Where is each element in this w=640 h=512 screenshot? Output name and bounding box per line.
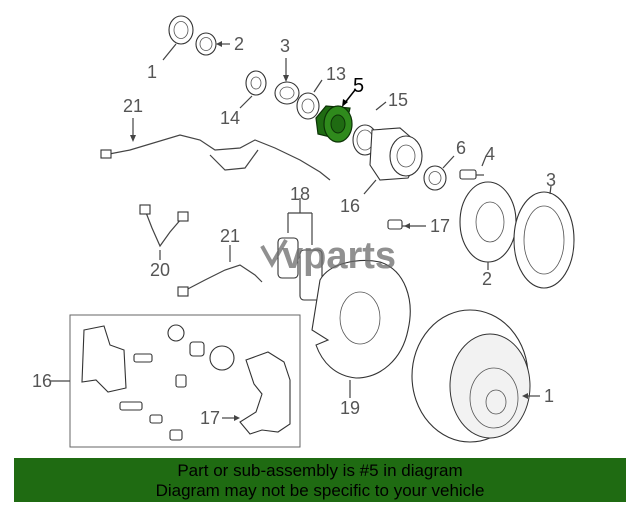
callout-5: 5 (353, 75, 364, 97)
callout-16: 17 (200, 408, 220, 428)
part-19-brake-hose: 20 (139, 204, 189, 280)
callout-17: 18 (290, 184, 310, 204)
callout-14: 17 (430, 216, 450, 236)
part-16-caliper-bracket: 17 (200, 351, 291, 435)
info-banner: Part or sub-assembly is #5 in diagram Di… (14, 458, 626, 502)
part-5-highlighted-bearing: 5 (315, 75, 364, 143)
callout-21: 21 (123, 96, 143, 116)
part-12-hub-flange: 16 (340, 179, 377, 216)
callout-1: 1 (544, 386, 554, 406)
part-11-seal: 14 (220, 70, 267, 128)
callout-20: 21 (220, 226, 240, 246)
part-3-ring: 3 (513, 170, 575, 289)
callout-18: 19 (340, 398, 360, 418)
callout-2: 2 (482, 269, 492, 289)
part-14-bolt: 17 (387, 216, 450, 236)
part-13-hub: 15 (352, 90, 423, 181)
parts-diagram: 1 2 3 13 14 5 (32, 15, 575, 448)
part-7-seal: 1 (147, 15, 194, 82)
callout-3: 3 (546, 170, 556, 190)
callout-11: 14 (220, 108, 240, 128)
callout-8: 3 (280, 36, 290, 56)
part-15-caliper-kit: 16 (32, 314, 301, 448)
part-8-bearing: 3 (274, 36, 300, 105)
callout-9: 2 (234, 34, 244, 54)
banner-line-2: Diagram may not be specific to your vehi… (155, 481, 485, 500)
part-6-bearing: 6 (423, 138, 466, 191)
part-9-bearing: 2 (195, 32, 244, 56)
part-2-dust-shield: 2 (459, 181, 517, 289)
part-1-brake-drum: 1 (411, 309, 554, 443)
part-18-backing-plate: 19 (311, 260, 411, 418)
part-20-brake-line: 21 (177, 226, 263, 297)
callout-19: 20 (150, 260, 170, 280)
callout-15: 16 (32, 371, 52, 391)
callout-10: 13 (326, 64, 346, 84)
callout-4: 4 (485, 144, 495, 164)
part-21-sensor-wire: 21 (100, 96, 331, 181)
callout-7: 1 (147, 62, 157, 82)
vparts-watermark: vparts (260, 235, 396, 277)
watermark-text: vparts (282, 235, 396, 277)
part-4-bolt: 4 (459, 144, 495, 180)
callout-6: 6 (456, 138, 466, 158)
banner-line-1: Part or sub-assembly is #5 in diagram (177, 461, 463, 480)
part-10-bearing: 13 (296, 64, 346, 120)
callout-12: 16 (340, 196, 360, 216)
callout-13: 15 (388, 90, 408, 110)
